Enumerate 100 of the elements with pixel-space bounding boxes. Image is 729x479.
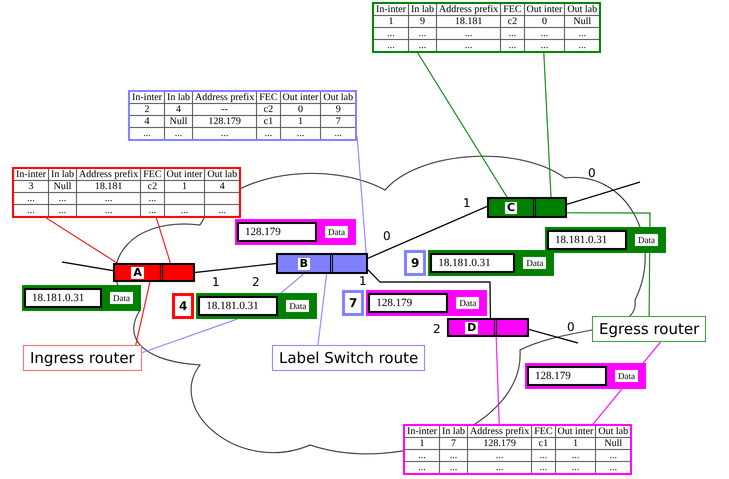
table-header-cell: Out inter: [164, 168, 205, 180]
leader-line: [543, 52, 552, 198]
table-header-cell: Address prefix: [436, 3, 501, 16]
leader-line: [317, 274, 328, 346]
router-label: D: [465, 322, 478, 334]
network-link: [194, 262, 276, 274]
interface-number: 0: [588, 166, 596, 180]
table-cell: Null: [48, 180, 77, 192]
table-cell: 1: [373, 16, 408, 28]
table-cell: 3: [13, 180, 48, 192]
label-number: 7: [342, 290, 364, 316]
table-header-cell: In lab: [164, 91, 193, 104]
data-field: Data: [286, 300, 310, 312]
network-link: [368, 206, 488, 259]
table-cell: Null: [164, 116, 193, 128]
interface-number: 0: [567, 320, 575, 334]
table-header-cell: In lab: [48, 168, 77, 180]
leader-line: [417, 52, 508, 198]
callout-box: Ingress router: [23, 345, 142, 371]
table-cell: 9: [408, 16, 437, 28]
address-text: 18.181.0.31: [547, 230, 627, 250]
interface-number: 0: [383, 229, 391, 243]
interface-number: 1: [463, 196, 471, 210]
interface-number: 2: [433, 322, 441, 336]
table-cell: ...: [436, 28, 501, 40]
table-cell: 18.181: [436, 16, 501, 28]
leader-line: [566, 212, 650, 316]
address-text: 128.179: [527, 366, 607, 386]
table-cell: 9: [320, 104, 356, 116]
table-cell: 1: [404, 438, 440, 450]
router-label: C: [505, 202, 518, 214]
data-field: Data: [456, 297, 480, 309]
table-cell: ...: [440, 450, 468, 462]
table-cell: ...: [76, 192, 141, 204]
table-cell: 18.181: [76, 180, 141, 192]
table-header-cell: In-inter: [404, 425, 440, 438]
table-header-cell: In lab: [408, 3, 437, 16]
table-cell: c2: [256, 104, 280, 116]
router-box: [113, 263, 195, 282]
table-cell: 1: [555, 438, 596, 450]
table-cell: 7: [320, 116, 356, 128]
interface-number: 2: [252, 275, 260, 289]
network-link: [566, 181, 640, 205]
table-cell: ...: [555, 450, 596, 462]
table-cell: ...: [468, 450, 532, 462]
table-header-cell: Out inter: [524, 3, 565, 16]
callout-box: Label Switch route: [272, 345, 426, 371]
table-cell: 0: [280, 104, 321, 116]
table-cell: ...: [408, 28, 437, 40]
table-cell: --: [192, 104, 257, 116]
table-header-cell: FEC: [140, 168, 164, 180]
table-header-cell: FEC: [256, 91, 280, 104]
leader-line: [280, 274, 304, 294]
data-field: Data: [615, 370, 638, 382]
table-cell: 128.179: [468, 438, 532, 450]
table-cell: 4: [129, 116, 164, 128]
data-field: Data: [110, 292, 133, 304]
table-header-cell: Address prefix: [468, 425, 532, 438]
table-cell: c1: [532, 438, 556, 450]
table-cell: ...: [140, 192, 164, 204]
table-header-cell: Out inter: [280, 91, 321, 104]
table-header-cell: FEC: [532, 425, 556, 438]
interface-number: 1: [212, 275, 220, 289]
routing-table: [12, 167, 242, 218]
address-text: 18.181.0.31: [430, 253, 516, 273]
table-header-cell: Out lab: [204, 168, 240, 180]
table-header-cell: In-inter: [129, 91, 164, 104]
network-link: [62, 261, 114, 272]
table-header-cell: In lab: [440, 425, 468, 438]
data-field: Data: [523, 257, 546, 269]
address-text: 18.181.0.31: [198, 296, 278, 316]
table-cell: 0: [524, 16, 565, 28]
table-cell: ...: [48, 192, 77, 204]
router-label: A: [131, 266, 144, 278]
leader-line: [496, 336, 500, 424]
table-header-cell: FEC: [500, 3, 524, 16]
table-cell: 1: [164, 180, 205, 192]
table-cell: 7: [440, 438, 468, 450]
leader-line: [46, 218, 118, 264]
table-cell: c1: [256, 116, 280, 128]
address-text: 128.179: [237, 222, 317, 242]
routing-table: [403, 424, 632, 475]
table-cell: 1: [280, 116, 321, 128]
router-box: [447, 318, 529, 337]
table-cell: 128.179: [192, 116, 257, 128]
leader-line: [141, 318, 238, 354]
table-cell: Null: [596, 438, 632, 450]
network-link: [528, 328, 578, 344]
table-header-cell: Address prefix: [76, 168, 141, 180]
router-box: [487, 197, 567, 218]
table-header-cell: Out lab: [596, 425, 632, 438]
data-field: Data: [325, 226, 348, 238]
table-cell: ...: [524, 28, 565, 40]
table-header-cell: Out lab: [564, 3, 600, 16]
table-header-cell: Address prefix: [192, 91, 257, 104]
network-link: [368, 269, 492, 318]
data-field: Data: [635, 234, 658, 246]
table-cell: 4: [164, 104, 193, 116]
label-number: 9: [404, 250, 426, 276]
address-text: 18.181.0.31: [24, 288, 102, 308]
